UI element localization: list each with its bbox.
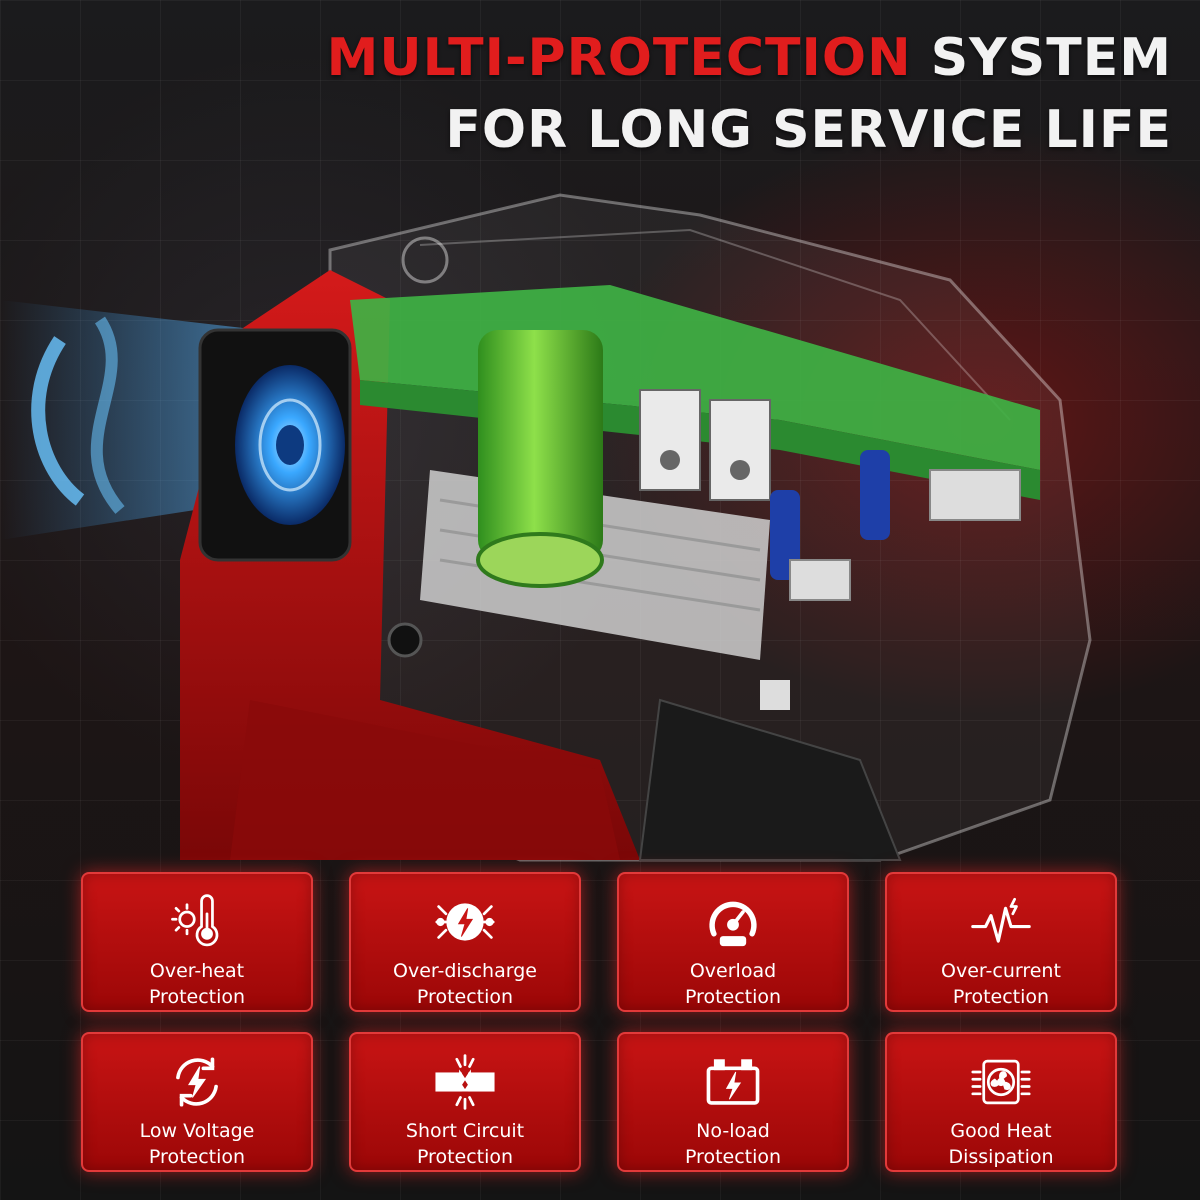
page-headline: MULTI-PROTECTION SYSTEM FOR LONG SERVICE… [327,22,1172,166]
feature-card-overload: Overload Protection [617,872,849,1012]
battery-connector [638,698,902,861]
casing-screw-icon [387,622,423,658]
usb-port [929,469,1021,521]
feature-label: Overload Protection [684,960,782,1008]
headline-line-1-rest: SYSTEM [930,28,1172,88]
gauge-icon [709,901,757,947]
feature-grid: Over-heat Protection Over-discharge Prot… [81,872,1119,1172]
headline-line-1: MULTI-PROTECTION SYSTEM [327,22,1172,94]
airflow-arrow-icon [31,336,85,506]
feature-label: Over-heat Protection [148,960,246,1008]
headline-accent: MULTI-PROTECTION [326,28,912,88]
bolt-cycle-icon [176,1057,218,1107]
screw-icon [401,236,449,284]
headline-line-2: FOR LONG SERVICE LIFE [445,100,1172,160]
transistor-1 [639,389,701,491]
feature-label: Over-current Protection [941,960,1061,1008]
pulse-wave-icon [971,897,1031,943]
feature-label: Short Circuit Protection [405,1120,525,1168]
feature-label: No-load Protection [684,1120,782,1168]
feature-card-no-load: No-load Protection [617,1032,849,1172]
feature-card-over-discharge: Over-discharge Protection [349,872,581,1012]
fan-icon [971,1059,1031,1105]
broken-wire-icon [435,1054,495,1110]
inverter-cutaway-illustration [0,193,1092,862]
feature-label: Over-discharge Protection [393,960,537,1008]
battery-bolt-icon [706,1059,760,1105]
feature-card-low-voltage: Low Voltage Protection [81,1032,313,1172]
feature-card-short-circuit: Short Circuit Protection [349,1032,581,1172]
thermometer-sun-icon [171,894,219,947]
feature-label: Good Heat Dissipation [948,1120,1054,1168]
transistor-2 [709,399,771,501]
capacitor [478,330,603,560]
feature-card-over-heat: Over-heat Protection [81,872,313,1012]
feature-label: Low Voltage Protection [139,1120,255,1168]
feature-card-good-heat-dissipation: Good Heat Dissipation [885,1032,1117,1172]
bolt-circuit-icon [435,903,495,941]
feature-card-over-current: Over-current Protection [885,872,1117,1012]
